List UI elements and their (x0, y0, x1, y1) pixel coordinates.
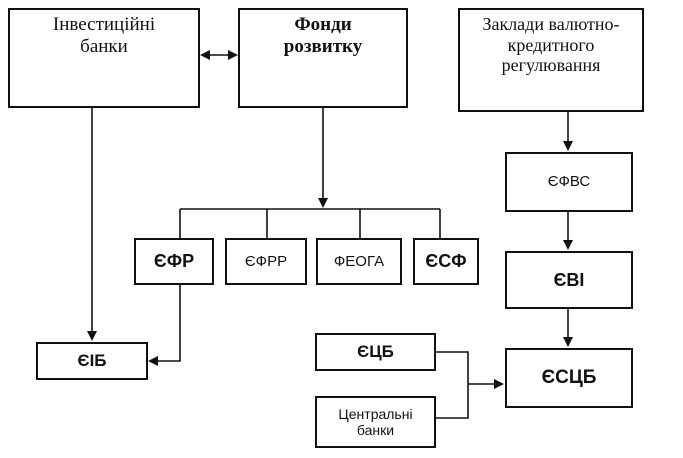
central-banks-box: Центральні банки (315, 396, 436, 448)
efr-box: ЄФР (134, 238, 214, 285)
arrowhead-down (563, 240, 573, 250)
development-funds-box: Фонди розвитку (238, 8, 408, 108)
efvs-box: ЄФВС (505, 152, 633, 212)
feoga-label: ФЕОГА (333, 252, 385, 270)
investment-banks-label: Інвестиційні банки (52, 14, 156, 57)
esf-box: ЄСФ (413, 238, 479, 285)
feoga-box: ФЕОГА (316, 238, 402, 285)
efr-label: ЄФР (153, 251, 195, 272)
central-banks-label: Центральні банки (338, 405, 413, 438)
arrowhead-right (494, 379, 504, 389)
efrr-label: ЄФРР (244, 252, 288, 270)
investment-banks-box: Інвестиційні банки (8, 8, 200, 108)
arrowhead-down (87, 331, 97, 341)
arrowhead-down (318, 198, 328, 208)
arrowhead-down (563, 141, 573, 151)
efrr-box: ЄФРР (225, 238, 307, 285)
eib-label: ЄІБ (77, 351, 107, 371)
evi-box: ЄВІ (505, 251, 633, 309)
currency-institutions-box: Заклади валютно- кредитного регулювання (458, 8, 644, 112)
currency-institutions-label: Заклади валютно- кредитного регулювання (482, 14, 620, 76)
arrowhead-left (200, 50, 210, 60)
eib-box: ЄІБ (36, 342, 148, 380)
arrowhead-down (563, 337, 573, 347)
arrowhead-right (228, 50, 238, 60)
ecb-label: ЄЦБ (357, 342, 394, 362)
arrowhead-left (148, 356, 158, 366)
ecb-box: ЄЦБ (315, 333, 436, 371)
efvs-label: ЄФВС (547, 173, 591, 191)
escb-label: ЄСЦБ (541, 367, 597, 389)
evi-label: ЄВІ (553, 269, 585, 290)
escb-box: ЄСЦБ (505, 348, 633, 408)
connector-ecb-central (436, 351, 469, 419)
connector-efr-eib (154, 285, 181, 362)
development-funds-label: Фонди розвитку (283, 14, 363, 57)
esf-label: ЄСФ (425, 251, 467, 272)
